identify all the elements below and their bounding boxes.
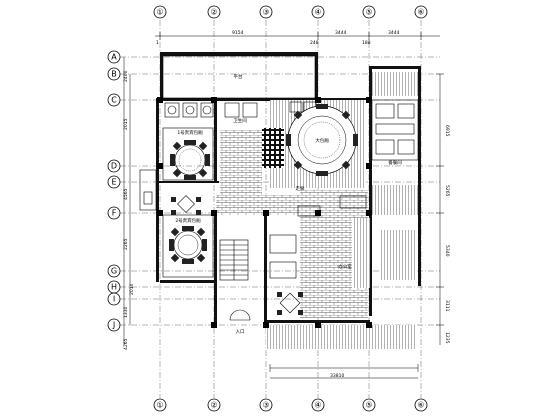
label-vip-b: 2号贵宾包厢 (175, 217, 201, 224)
service-rooms: 备餐间 办公室 走廊 (269, 99, 419, 279)
col-label-bottom-5: ⑤ (365, 401, 372, 410)
dim-top-2: 3444 (335, 30, 347, 36)
dim-right-3: 5340 (444, 245, 450, 257)
dim-right-4: 3111 (444, 300, 450, 312)
dim-top-small-2: 248 (310, 40, 319, 46)
label-office: 办公室 (338, 263, 352, 270)
col-label-top-4: ④ (314, 8, 321, 17)
col-label-bottom-2: ② (210, 401, 217, 410)
label-corridor: 走廊 (296, 185, 305, 192)
row-label-J: J (112, 321, 115, 330)
small-table-set (171, 195, 303, 315)
entrance: 入口 (139, 169, 251, 335)
dim-left-5: 2010 (129, 283, 135, 295)
row-bubbles-left: A B C D E F G H I J (107, 50, 121, 332)
dim-left-2: 2015 (123, 118, 129, 130)
dimension-bottom: 33810 (269, 364, 419, 379)
row-label-I: I (113, 295, 115, 304)
staircase (219, 239, 249, 281)
label-entrance: 入口 (236, 329, 245, 335)
label-service: 备餐间 (388, 159, 402, 166)
label-terrace: 平台 (234, 73, 243, 80)
round-table-vip-b: 2号贵宾包厢 (162, 214, 214, 278)
row-label-G: G (111, 267, 117, 276)
round-table-large: 大包厢 (286, 104, 358, 176)
dim-top-3: 3444 (388, 30, 400, 36)
dim-left-7: 4265 (123, 338, 129, 350)
col-label-bottom-3: ③ (262, 401, 269, 410)
dimension-left: 2400 2015 4565 2265 2010 1330 4265 (123, 57, 135, 350)
dimension-right: 6915 5265 5340 3111 1235 (436, 73, 450, 345)
dim-right-1: 6915 (444, 125, 450, 137)
dim-left-6: 1330 (123, 306, 129, 318)
dimension-top: 9154 3444 3444 1 248 188 (155, 30, 440, 46)
dim-top-1: 9154 (232, 30, 244, 36)
col-label-bottom-6: ⑥ (417, 401, 424, 410)
row-label-F: F (112, 209, 117, 218)
structural-columns (157, 97, 372, 328)
dim-left-4: 2265 (123, 238, 129, 250)
bathroom-stalls: 卫生间 (164, 101, 317, 124)
terrace-top: 平台 (162, 55, 316, 99)
dim-bottom-total: 33810 (330, 373, 344, 379)
round-table-vip-a: 1号贵宾包厢 (162, 127, 214, 181)
col-label-top-5: ⑤ (365, 8, 372, 17)
row-label-E: E (111, 178, 116, 187)
col-label-top-1: ① (156, 8, 163, 17)
dim-left-1: 2400 (123, 70, 129, 82)
row-label-D: D (111, 162, 117, 171)
col-label-bottom-4: ④ (314, 401, 321, 410)
col-label-top-6: ⑥ (417, 8, 424, 17)
row-label-B: B (111, 70, 117, 79)
column-bubbles-bottom: ① ② ③ ④ ⑤ ⑥ (153, 398, 428, 412)
dim-left-3: 4565 (123, 188, 129, 200)
exterior-walls (156, 52, 421, 323)
dim-right-5: 1235 (444, 332, 450, 344)
row-label-A: A (111, 53, 117, 62)
label-bathroom: 卫生间 (233, 117, 247, 124)
dim-right-2: 5265 (444, 185, 450, 197)
row-label-C: C (111, 96, 117, 105)
dim-top-small-3: 188 (362, 40, 371, 46)
dim-top-small-1: 1 (156, 40, 159, 46)
column-bubbles-top: ① ② ③ ④ ⑤ ⑥ (153, 5, 428, 19)
col-label-top-3: ③ (262, 8, 269, 17)
label-vip-a: 1号贵宾包厢 (177, 129, 203, 136)
row-label-H: H (111, 283, 117, 292)
label-vip-large: 大包厢 (315, 137, 329, 144)
col-label-top-2: ② (210, 8, 217, 17)
col-label-bottom-1: ① (156, 401, 163, 410)
